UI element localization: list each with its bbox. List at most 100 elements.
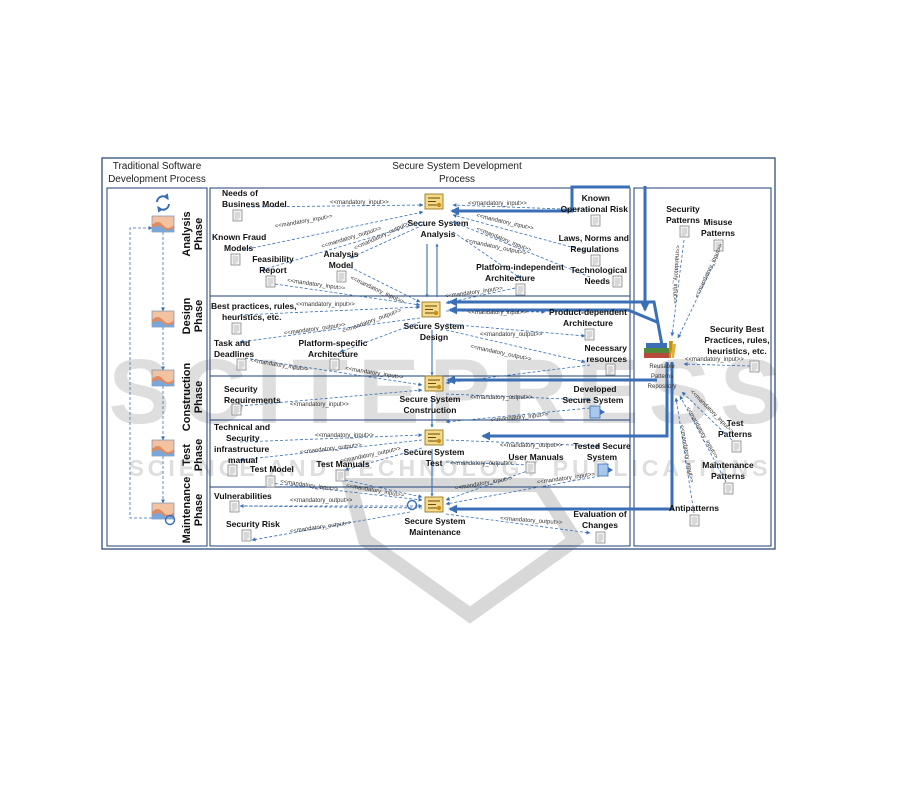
activity-maintenance-icon [424, 496, 444, 513]
artifact-user-manuals: User Manuals [508, 452, 564, 474]
traditional-column [106, 187, 208, 547]
activities: Secure System Analysis Secure System Des… [400, 193, 469, 537]
activity-design-icon [421, 301, 441, 318]
document-icon [231, 322, 242, 335]
svg-text:Platform-independent: Platform-independent [476, 262, 564, 272]
activity-design-label-2: Design [420, 332, 448, 342]
pattern-security-best: Security Best Practices, rules, heuristi… [704, 324, 770, 373]
svg-text:Phase: Phase [193, 494, 205, 526]
svg-text:Known Fraud: Known Fraud [212, 232, 266, 242]
phase-label-construction: Construction Phase [181, 363, 205, 432]
svg-text:Misuse: Misuse [704, 217, 733, 227]
activity-analysis-label: Secure System [408, 218, 469, 228]
svg-text:Feasibility: Feasibility [252, 254, 294, 264]
document-icon [231, 403, 242, 416]
label-input: <<mandatory_input>> [280, 479, 339, 493]
document-icon [329, 358, 340, 371]
pattern-maintenance: Maintenance Patterns [702, 460, 754, 495]
artifact-product-dependent: Product-dependent Architecture [549, 307, 627, 341]
test-phase-icon [151, 439, 175, 457]
svg-text:Known: Known [582, 193, 610, 203]
artifact-platform-specific: Platform-specific Architecture [299, 338, 368, 371]
svg-text:Best practices, rules,: Best practices, rules, [211, 301, 297, 311]
svg-text:Patterns: Patterns [718, 429, 752, 439]
artifact-known-operational-risk: Known Operational Risk [560, 193, 628, 227]
process-flow [425, 185, 674, 514]
pattern-misuse: Misuse Patterns [701, 217, 735, 252]
label-output: <<mandatory_output>> [480, 332, 543, 338]
svg-text:manual: manual [228, 455, 258, 465]
label-input: <<mandatory_input>> [330, 200, 389, 206]
artifact-technological-needs: Technological Needs [570, 265, 627, 288]
svg-text:Maintenance: Maintenance [702, 460, 754, 470]
svg-text:Maintenance: Maintenance [181, 477, 193, 544]
document-icon [230, 253, 241, 266]
label-output: <<mandatory_output>> [500, 516, 563, 526]
artifact-evaluation-changes: Evaluation of Changes [573, 509, 627, 544]
label-output: <<mandatory_output>> [289, 520, 352, 535]
svg-text:Phase: Phase [193, 300, 205, 332]
analysis-phase-icon [151, 215, 175, 233]
svg-text:Construction: Construction [181, 363, 193, 432]
svg-text:Patterns: Patterns [666, 215, 700, 225]
artifact-task-deadlines: Task and Deadlines [214, 338, 254, 371]
svg-text:Secure System: Secure System [563, 395, 624, 405]
artifact-test-model: Test Model [250, 464, 294, 488]
activity-construction-label: Secure System [400, 394, 461, 404]
document-icon [595, 531, 606, 544]
artifact-test-manuals: Test Manuals [316, 459, 370, 482]
label-output: <<mandatory_output>> [300, 442, 363, 456]
construction-phase-icon [151, 369, 175, 387]
activity-test-icon [424, 429, 444, 446]
svg-text:Technical and: Technical and [214, 422, 270, 432]
svg-text:Test Model: Test Model [250, 464, 294, 474]
document-icon [336, 270, 347, 283]
header-secure-line-2: Process [439, 174, 475, 185]
svg-text:infrastructure: infrastructure [214, 444, 270, 454]
svg-text:User Manuals: User Manuals [508, 452, 564, 462]
artifact-security-risk: Security Risk [226, 519, 280, 542]
svg-text:Technological: Technological [570, 265, 627, 275]
artifact-technical-manual: Technical and Security infrastructure ma… [214, 422, 270, 477]
watermark-subtitle: SCIENCE AND TECHNOLOGY PUBLICATIONS [128, 455, 771, 481]
svg-text:Patterns: Patterns [711, 471, 745, 481]
cycle-small-icon [164, 514, 176, 526]
header-secure-line-1: Secure System Development [392, 161, 522, 172]
secure-column [209, 187, 631, 547]
document-icon [232, 209, 243, 222]
artifact-vulnerabilities: Vulnerabilities [214, 491, 272, 513]
artifact-known-fraud-models: Known Fraud Models [212, 232, 266, 266]
svg-text:Requirements: Requirements [224, 395, 281, 405]
traditional-process [129, 193, 176, 526]
svg-text:Necessary: Necessary [584, 343, 627, 353]
document-icon [749, 360, 760, 373]
svg-text:Security: Security [226, 433, 260, 443]
document-icon [723, 482, 734, 495]
svg-text:Practices, rules,: Practices, rules, [704, 335, 769, 345]
artifacts: Needs of Business Model Known Operationa… [211, 188, 631, 544]
system-icon [597, 463, 613, 477]
svg-text:Antipatterns: Antipatterns [669, 503, 719, 513]
watermark-shield [340, 478, 585, 624]
label-output: <<mandatory_output>> [500, 443, 563, 449]
label-output: <<mandatory_output>> [470, 395, 533, 401]
label-input: <<mandatory_input>> [315, 433, 374, 439]
label-input: <<mandatory_input>> [694, 243, 724, 299]
cycle-icon [156, 193, 170, 213]
svg-text:Architecture: Architecture [563, 318, 613, 328]
svg-text:Product-dependent: Product-dependent [549, 307, 627, 317]
header-traditional-line-1: Traditional Software [113, 161, 202, 172]
activity-analysis-label-2: Analysis [421, 229, 456, 239]
pattern-test: Test Patterns [718, 418, 752, 453]
maintenance-phase-icon [151, 502, 175, 520]
pattern-security: Security Patterns [666, 204, 700, 238]
activity-construction-icon [424, 375, 444, 392]
document-icon [515, 283, 526, 296]
svg-text:Security: Security [224, 384, 258, 394]
svg-text:Changes: Changes [582, 520, 618, 530]
document-icon [236, 358, 247, 371]
svg-text:Model: Model [329, 260, 354, 270]
document-icon [731, 440, 742, 453]
svg-text:Security: Security [666, 204, 700, 214]
document-icon [227, 464, 238, 477]
